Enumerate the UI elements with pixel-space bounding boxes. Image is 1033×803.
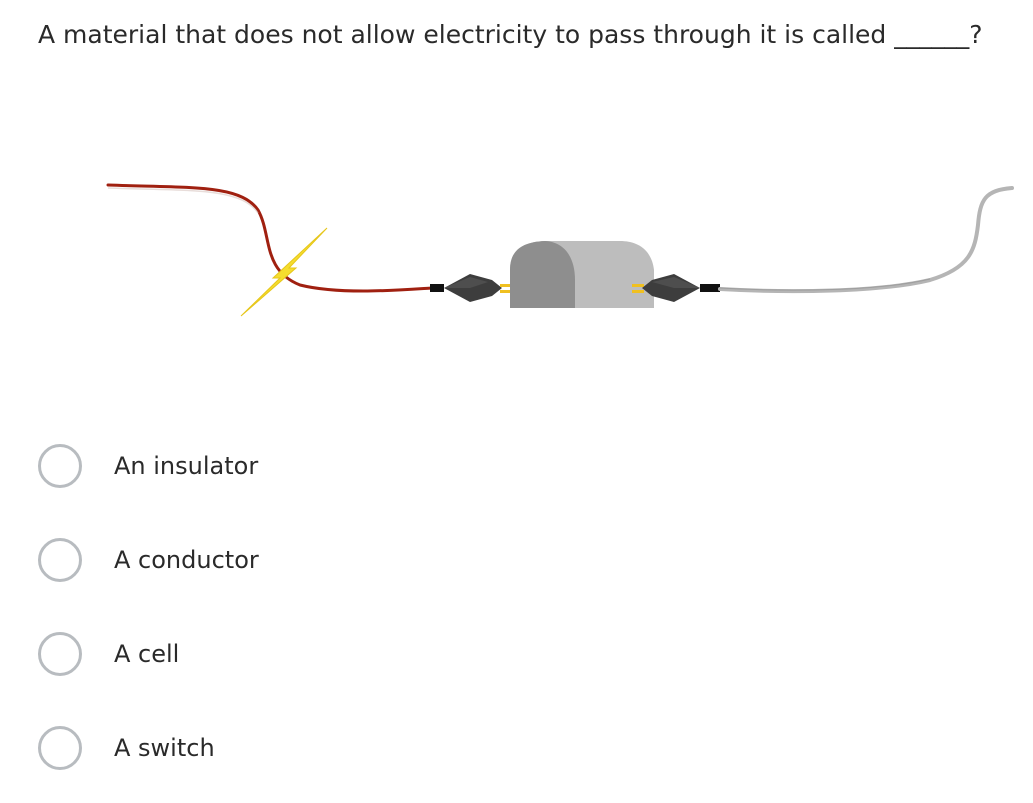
spark-icon (240, 227, 328, 317)
option-an-insulator[interactable]: An insulator (36, 440, 596, 494)
red-wire (106, 183, 434, 293)
radio-button[interactable] (38, 632, 82, 676)
option-a-switch[interactable]: A switch (36, 722, 596, 776)
radio-button[interactable] (38, 726, 82, 770)
option-label: A switch (114, 734, 215, 762)
radio-button[interactable] (38, 444, 82, 488)
left-clip (444, 274, 502, 302)
option-label: A conductor (114, 546, 259, 574)
option-label: A cell (114, 640, 180, 668)
option-a-cell[interactable]: A cell (36, 628, 596, 682)
insulator-block (510, 241, 654, 308)
left-plug (430, 284, 444, 292)
option-label: An insulator (114, 452, 259, 480)
question-text: A material that does not allow electrici… (38, 20, 983, 49)
right-plug (700, 284, 720, 292)
circuit-illustration (0, 140, 1033, 340)
grey-wire (718, 186, 1014, 294)
option-a-conductor[interactable]: A conductor (36, 534, 596, 588)
radio-button[interactable] (38, 538, 82, 582)
